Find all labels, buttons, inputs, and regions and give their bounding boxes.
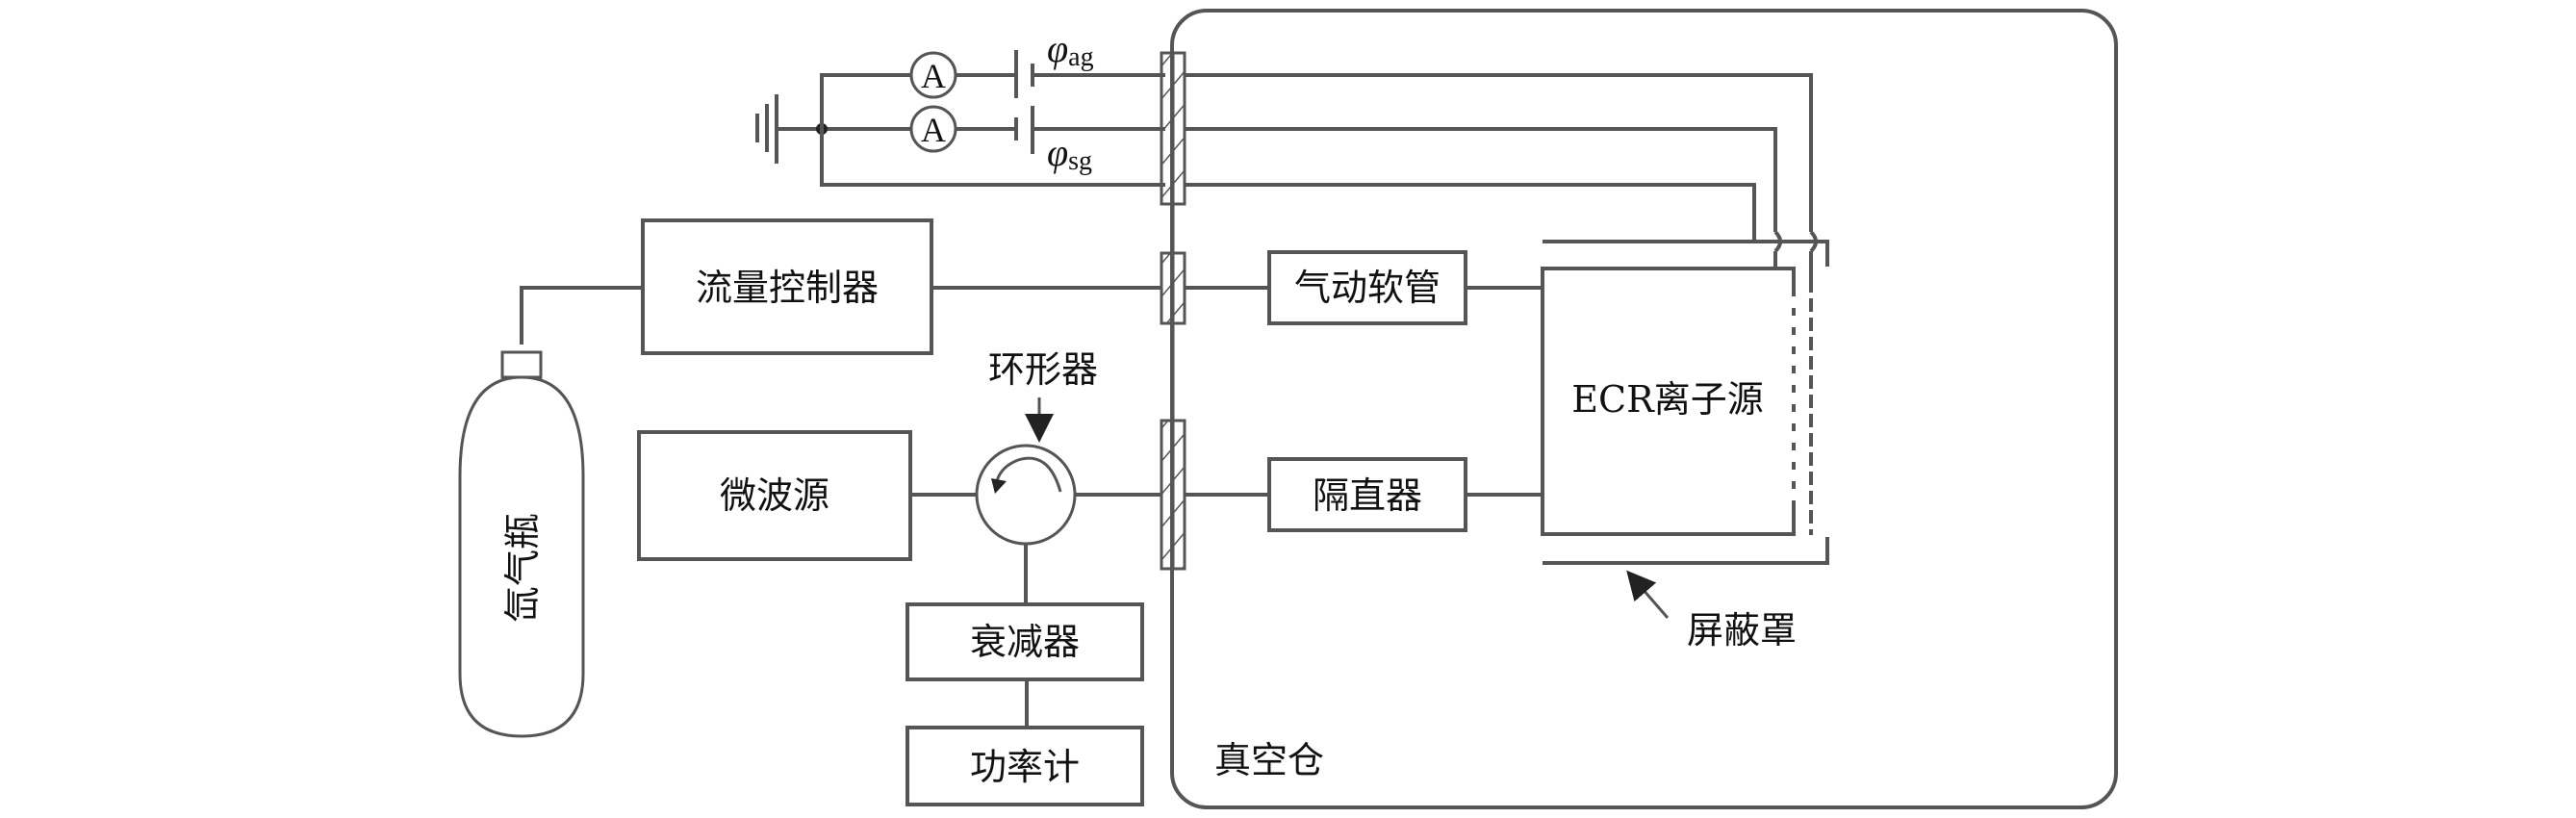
feedthrough-electrical [1160,51,1186,206]
gas-cylinder-label: 氙气瓶 [501,513,544,623]
gas-line-cylinder [520,286,643,345]
microwave-source-box [637,430,912,561]
attenuator-label: 衰减器 [970,621,1080,663]
circulator-label: 环形器 [988,348,1098,391]
bus-wire [820,73,1165,187]
ecr-source-label: ECR离子源 [1571,378,1763,421]
ammeter-top: A [909,51,957,99]
circulator-arrowhead [991,478,1007,494]
dc-block-label: 隔直器 [1313,474,1422,517]
ammeter-bottom: A [909,105,957,153]
shield-arrow [1626,570,1670,619]
flow-controller-box [641,218,933,355]
circulator-arrow-icon [995,456,1062,493]
attenuator-box [905,602,1144,681]
pneumatic-hose-box [1267,250,1467,325]
ground-icon [755,94,778,164]
wire-to-anode [1185,127,1777,232]
shield-bottom [1543,537,1829,565]
microwave-source-label: 微波源 [720,474,829,517]
feedthrough-microwave [1160,419,1186,571]
feedthrough-gas [1160,251,1186,325]
power-meter-box [905,726,1144,806]
battery-icon-sg [1014,106,1034,154]
dc-block-box [1267,457,1467,532]
shield-label: 屏蔽罩 [1687,609,1797,652]
ecr-source-box [1541,267,1796,536]
pneumatic-hose-label: 气动软管 [1294,267,1441,309]
ammeter-top-label: A [921,57,946,95]
shield-top [1543,240,1829,267]
ammeter-bottom-label: A [921,111,946,149]
cylinder-valve [500,350,543,379]
flow-controller-label: 流量控制器 [696,267,879,309]
phi-sg-label: φsg [1047,131,1092,176]
battery-icon-ag [1014,50,1034,98]
circulator-icon [975,444,1077,546]
phi-ag-label: φag [1047,27,1094,72]
wire-to-grid-ag [1185,73,1813,232]
gas-cylinder [458,375,585,738]
vacuum-chamber-label: 真空仓 [1214,739,1324,781]
wire-to-shield [1185,183,1756,242]
power-meter-label: 功率计 [970,746,1080,788]
